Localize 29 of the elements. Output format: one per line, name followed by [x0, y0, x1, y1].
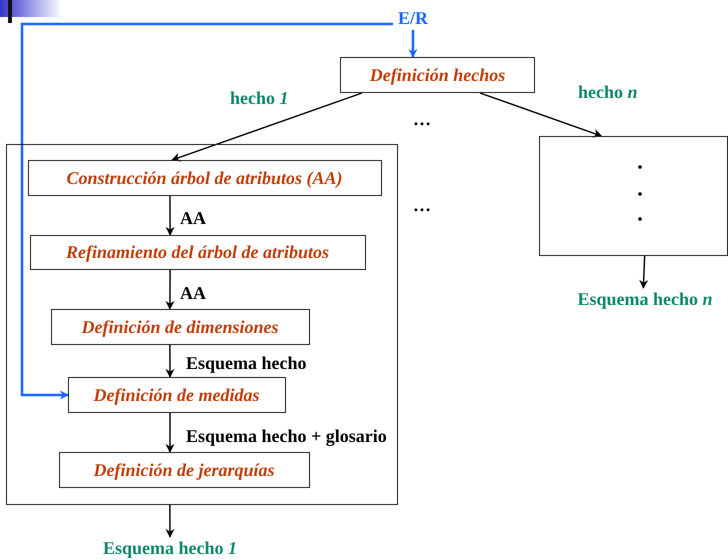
- step-label: Construcción árbol de atributos (AA): [66, 168, 343, 186]
- flow-label: Esquema hecho n: [577, 290, 713, 308]
- arrow: [165, 505, 174, 538]
- flow-label: Esquema hecho 1: [102, 539, 237, 557]
- step-label: Definición de jerarquías: [93, 460, 274, 478]
- step-label: Definición de medidas: [94, 386, 260, 404]
- arrow: [408, 30, 418, 58]
- arrow: [171, 92, 362, 162]
- ellipsis-text: …: [413, 110, 431, 128]
- ellipsis-text: …: [413, 196, 431, 214]
- process-box: [30, 234, 366, 270]
- empty-box: [539, 136, 728, 256]
- process-box: [58, 452, 310, 488]
- flow-label: E/R: [398, 9, 428, 27]
- process-box: [340, 57, 535, 93]
- step-label: Refinamiento del árbol de atributos: [66, 243, 329, 261]
- process-box: [68, 376, 286, 412]
- process-box: [50, 308, 310, 344]
- step-label: Definición de dimensiones: [82, 318, 278, 336]
- arrow: [20, 22, 393, 400]
- process-box: [28, 160, 382, 196]
- arrow: [639, 256, 648, 289]
- group-frame: [6, 144, 398, 505]
- arrow: [165, 270, 174, 310]
- arrow: [166, 345, 174, 378]
- arrow: [480, 92, 602, 138]
- arrow: [165, 413, 174, 453]
- step-label: Definición hechos: [370, 66, 506, 84]
- arrow: [166, 196, 175, 236]
